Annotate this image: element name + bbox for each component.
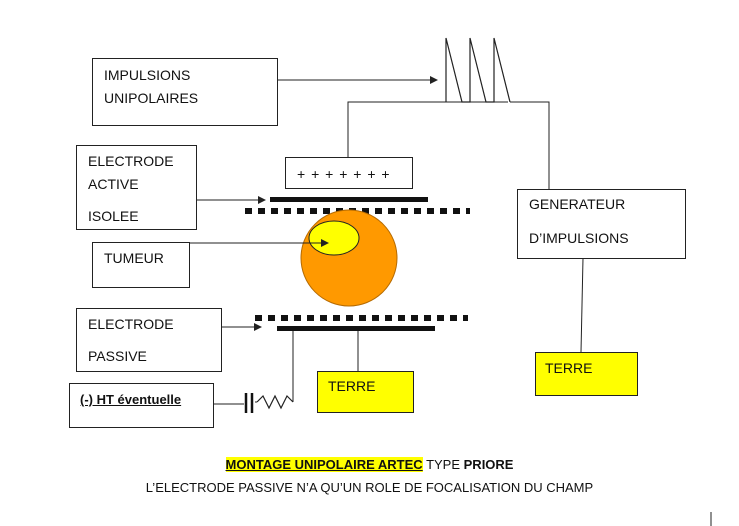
pulse-train-icon bbox=[445, 37, 511, 103]
impulsions-box: IMPULSIONS UNIPOLAIRES bbox=[92, 58, 278, 126]
diagram-subtitle: L’ELECTRODE PASSIVE N’A QU’UN ROLE DE FO… bbox=[145, 480, 594, 495]
generateur-box: GENERATEUR D’IMPULSIONS bbox=[517, 189, 686, 259]
title-bold: PRIORE bbox=[463, 457, 514, 472]
generateur-line1: GENERATEUR bbox=[529, 196, 626, 212]
electrode-passive-line2: PASSIVE bbox=[88, 348, 147, 364]
ht-box: (-) HT éventuelle bbox=[69, 383, 214, 428]
ht-label: (-) HT éventuelle bbox=[80, 392, 182, 407]
impulsions-line2: UNIPOLAIRES bbox=[104, 90, 199, 106]
tumeur-box: TUMEUR bbox=[92, 242, 190, 288]
wire-to-generator bbox=[510, 101, 550, 190]
electrode-active-line1: ELECTRODE bbox=[88, 153, 174, 169]
active-electrode-plate bbox=[270, 197, 428, 202]
diagram-title: MONTAGE UNIPOLAIRE ARTEC TYPE PRIORE bbox=[0, 457, 739, 472]
generateur-line2: D’IMPULSIONS bbox=[529, 230, 629, 246]
wire-to-active bbox=[347, 101, 508, 157]
passive-arrow-head bbox=[254, 323, 262, 331]
positive-charge-box: + + + + + + + bbox=[285, 157, 413, 189]
electrode-passive-box: ELECTRODE PASSIVE bbox=[76, 308, 222, 372]
active-arrow-head bbox=[258, 196, 266, 204]
tumor-core-shape bbox=[308, 220, 360, 256]
terre-right-box: TERRE bbox=[535, 352, 638, 396]
plus-signs: + + + + + + + bbox=[297, 166, 391, 182]
resistor-icon bbox=[256, 394, 294, 410]
title-prefix: TYPE bbox=[422, 457, 464, 472]
terre-left-label: TERRE bbox=[328, 378, 376, 394]
wire-generator-terre bbox=[580, 257, 584, 353]
electrode-active-line3: ISOLEE bbox=[88, 208, 139, 224]
passive-electrode-plate bbox=[277, 326, 435, 331]
impulsions-arrow-head bbox=[430, 76, 438, 84]
title-highlight: MONTAGE UNIPOLAIRE ARTEC bbox=[225, 457, 423, 472]
electrode-active-box: ELECTRODE ACTIVE ISOLEE bbox=[76, 145, 197, 230]
tumeur-label: TUMEUR bbox=[104, 250, 164, 266]
electrode-passive-line1: ELECTRODE bbox=[88, 316, 174, 332]
impulsions-line1: IMPULSIONS bbox=[104, 67, 191, 83]
terre-left-box: TERRE bbox=[317, 371, 414, 413]
electrode-active-line2: ACTIVE bbox=[88, 176, 139, 192]
terre-right-label: TERRE bbox=[545, 360, 593, 376]
tumor-arrow-head bbox=[321, 239, 329, 247]
